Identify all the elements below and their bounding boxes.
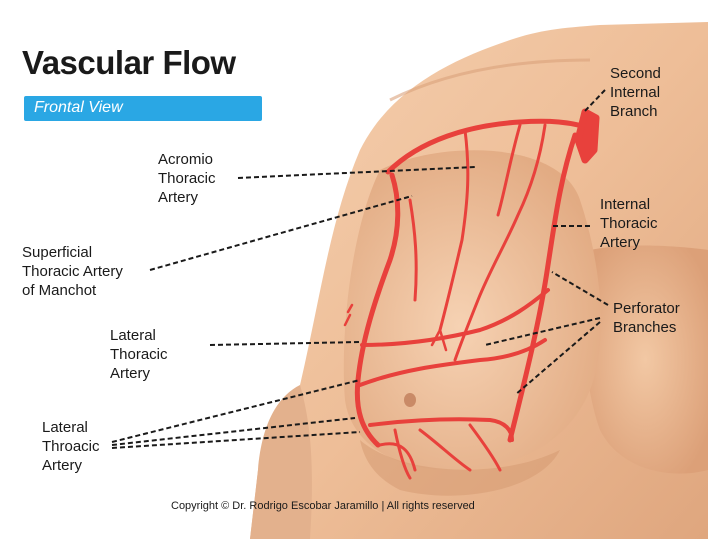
label-line: Branch xyxy=(610,103,658,120)
page-title: Vascular Flow xyxy=(22,44,236,81)
label-line: Lateral xyxy=(110,327,156,344)
label-line: Artery xyxy=(600,234,641,251)
label-line: Artery xyxy=(158,189,199,206)
label-line: Perforator xyxy=(613,300,680,317)
artery-network xyxy=(343,108,600,480)
label-line: Thoracic xyxy=(158,170,216,187)
label-line: Artery xyxy=(42,457,83,474)
clavicle-contour xyxy=(389,58,591,102)
label-line: Thoracic xyxy=(110,346,168,363)
arm-shadow xyxy=(250,385,312,539)
other-breast xyxy=(582,245,708,474)
leader-lines xyxy=(111,89,609,449)
subtitle-bar: Frontal View xyxy=(24,96,262,121)
label-line: Thoracic Artery xyxy=(22,263,123,280)
under-breast-shadow xyxy=(360,440,560,496)
label-line: Second xyxy=(610,65,661,82)
label-line: Superficial xyxy=(22,244,93,261)
label-line: Lateral xyxy=(42,419,88,436)
label-line: Acromio xyxy=(158,151,214,168)
label-second-internal-branch: Second Internal Branch xyxy=(610,64,661,121)
main-breast xyxy=(343,150,601,470)
nipple xyxy=(404,393,416,407)
label-lateral-thoracic: Lateral Thoracic Artery xyxy=(110,326,168,383)
label-acromio-thoracic: Acromio Thoracic Artery xyxy=(158,150,216,207)
label-line: Thoracic xyxy=(600,215,658,232)
label-line: Artery xyxy=(110,365,151,382)
subtitle: Frontal View xyxy=(34,99,123,116)
label-line: Internal xyxy=(600,196,651,213)
label-internal-thoracic: Internal Thoracic Artery xyxy=(600,195,658,252)
label-line: Branches xyxy=(613,319,677,336)
label-line: Throacic xyxy=(42,438,100,455)
label-line: of Manchot xyxy=(22,282,97,299)
label-lateral-throacic: Lateral Throacic Artery xyxy=(42,418,100,475)
label-line: Internal xyxy=(610,84,661,101)
copyright-notice: Copyright © Dr. Rodrigo Escobar Jaramill… xyxy=(171,500,475,512)
label-superficial-thoracic: Superficial Thoracic Artery of Manchot xyxy=(22,243,123,300)
label-perforator-branches: Perforator Branches xyxy=(613,299,680,337)
